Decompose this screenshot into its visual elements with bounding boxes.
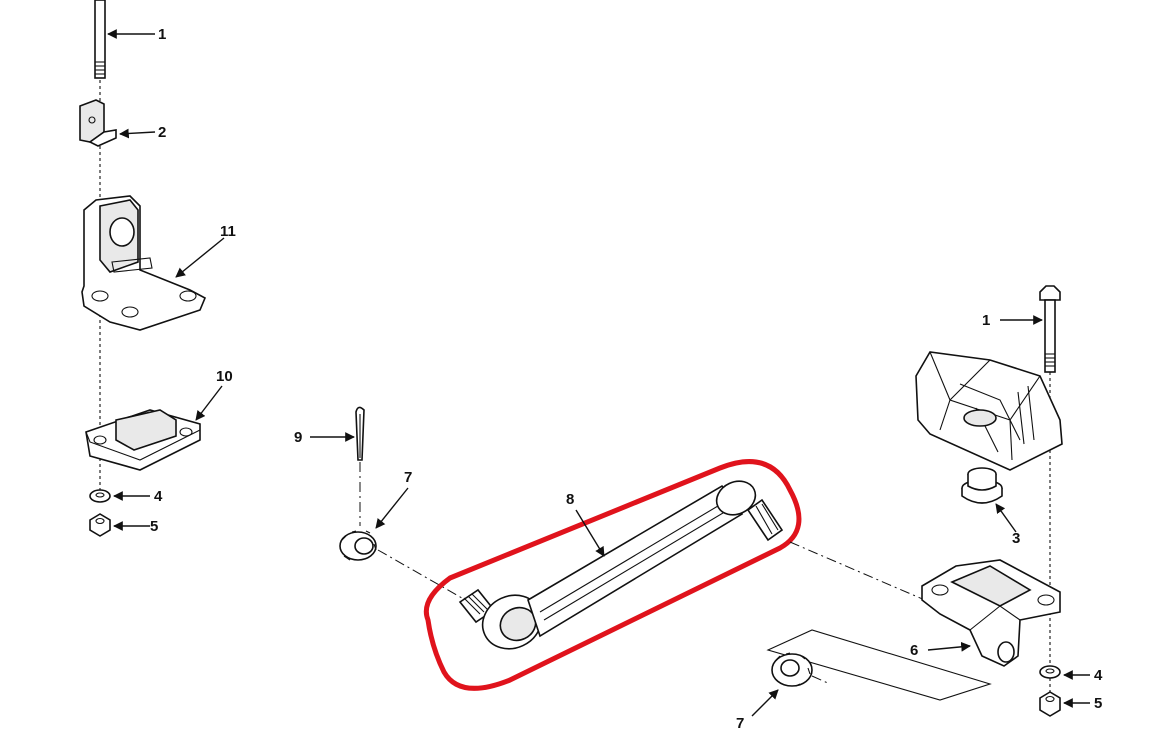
upper-mount-part — [81, 195, 207, 331]
callout-label-1-right: 1 — [982, 312, 990, 329]
callout-8: 8 — [566, 491, 605, 557]
callout-label-7-right: 7 — [736, 715, 744, 732]
callout-4-left: 4 — [113, 488, 163, 505]
callout-9: 9 — [294, 429, 355, 446]
bolt-left — [94, 0, 106, 79]
callout-1-right: 1 — [982, 312, 1043, 329]
bracket-part — [79, 99, 117, 147]
callout-label-4-right: 4 — [1094, 667, 1103, 684]
callout-6: 6 — [910, 641, 971, 659]
rod-axis-line-left — [377, 549, 463, 599]
callout-1-left: 1 — [107, 26, 166, 43]
callout-label-5-right: 5 — [1094, 695, 1102, 712]
callout-3: 3 — [995, 503, 1020, 547]
callout-7-left: 7 — [375, 469, 412, 529]
torque-rod-part — [458, 480, 784, 650]
callout-label-4-left: 4 — [154, 488, 163, 505]
callout-label-8: 8 — [566, 491, 574, 508]
callout-7-right: 7 — [736, 689, 779, 732]
callout-label-2: 2 — [158, 124, 166, 141]
bushing-part — [961, 467, 1003, 504]
callout-5-right: 5 — [1063, 695, 1102, 712]
lower-mount-part — [921, 559, 1061, 667]
callout-label-5-left: 5 — [150, 518, 158, 535]
washer-right — [1039, 665, 1061, 679]
castle-nut-axis-right — [811, 675, 831, 685]
callout-label-9: 9 — [294, 429, 302, 446]
callout-4-right: 4 — [1063, 667, 1103, 684]
highlight-outline — [423, 459, 802, 691]
washer-left — [89, 489, 111, 503]
callout-label-1-left: 1 — [158, 26, 166, 43]
nut-left — [89, 513, 111, 537]
callout-label-7-left: 7 — [404, 469, 412, 486]
upper-right-mount-part — [915, 351, 1063, 471]
bolt-right — [1039, 285, 1061, 373]
callout-label-10: 10 — [216, 368, 233, 385]
castle-nut-left — [339, 530, 377, 561]
callout-2: 2 — [119, 124, 166, 141]
callout-label-3: 3 — [1012, 530, 1020, 547]
castle-nut-right — [771, 652, 813, 687]
cotter-pin-part — [355, 406, 365, 461]
callout-label-6: 6 — [910, 642, 918, 659]
lower-plate-part — [85, 409, 201, 471]
callout-5-left: 5 — [113, 518, 158, 535]
nut-right — [1039, 691, 1061, 717]
reference-plane — [766, 629, 992, 701]
callout-10: 10 — [195, 368, 233, 421]
callout-label-11: 11 — [220, 223, 236, 240]
callout-11: 11 — [175, 223, 236, 278]
